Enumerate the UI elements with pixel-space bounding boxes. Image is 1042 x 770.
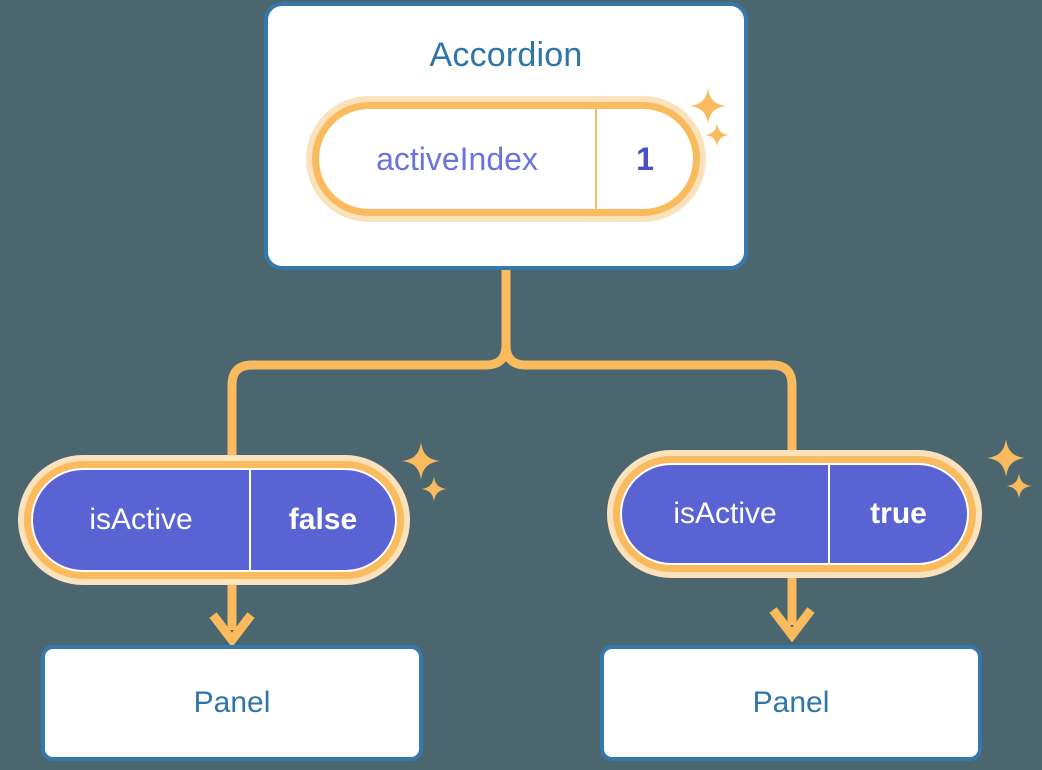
branch-right-line: [501, 265, 797, 475]
prop-pill-ring: isActive true: [613, 456, 976, 572]
panel-component-card-left[interactable]: Panel: [41, 645, 423, 761]
prop-pill-key: isActive: [622, 465, 830, 563]
prop-pill-ring: isActive false: [24, 461, 404, 579]
prop-pill-is-active-false[interactable]: isActive false: [18, 455, 410, 585]
arrow-left-head: [209, 612, 255, 648]
prop-pill-body: isActive true: [620, 463, 969, 565]
prop-pill-body: isActive false: [31, 468, 397, 572]
sparkle-icon: [985, 437, 1027, 479]
prop-pill-value: true: [870, 497, 927, 530]
sparkle-icon: [1005, 472, 1033, 500]
prop-pill-key: isActive: [33, 470, 251, 570]
branch-left-line: [227, 265, 511, 480]
panel-card-title: Panel: [193, 686, 271, 719]
arrow-right-head: [769, 607, 815, 643]
sparkle-icon: [420, 475, 448, 503]
state-pill-body: activeIndex 1: [319, 109, 693, 209]
accordion-card-title: Accordion: [429, 36, 583, 74]
state-pill-key: activeIndex: [319, 109, 597, 209]
prop-pill-is-active-true[interactable]: isActive true: [607, 450, 982, 578]
sparkle-icon: [400, 440, 442, 482]
state-pill-ring: activeIndex 1: [312, 102, 700, 216]
state-pill-value: 1: [636, 140, 654, 177]
panel-component-card-right[interactable]: Panel: [600, 645, 982, 761]
prop-pill-value: false: [288, 503, 358, 536]
state-pill-active-index[interactable]: activeIndex 1: [306, 96, 706, 222]
panel-card-title: Panel: [752, 686, 830, 719]
